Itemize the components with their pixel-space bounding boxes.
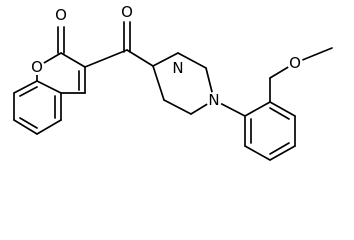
bond	[13, 119, 38, 135]
bond	[36, 80, 62, 94]
amide-oxygen-label: O	[121, 3, 133, 21]
methoxy-oxygen-label: O	[289, 54, 301, 72]
ring-oxygen-label: O	[31, 58, 43, 76]
bond	[177, 52, 207, 69]
piperazine-nitrogen-4-label: N	[208, 91, 219, 109]
bond	[269, 101, 296, 117]
bond	[244, 145, 271, 161]
carbonyl-oxygen-label: O	[55, 6, 67, 24]
bond	[19, 86, 38, 97]
bond	[163, 99, 192, 115]
bond	[244, 101, 271, 117]
bond	[152, 52, 179, 67]
bond	[19, 117, 38, 129]
bond	[269, 142, 290, 155]
bond	[269, 145, 296, 161]
bond	[126, 49, 154, 67]
chemical-structure-diagram: O O O N N O	[13, 3, 333, 161]
piperazine-nitrogen-1-label: N	[172, 59, 183, 77]
bond	[13, 80, 38, 94]
bond	[60, 52, 86, 68]
bond	[36, 119, 62, 135]
atom-labels: O O O N N O	[29, 3, 303, 109]
bond	[152, 65, 165, 101]
bonds	[13, 21, 333, 161]
bond	[84, 49, 128, 68]
bond	[269, 107, 290, 120]
